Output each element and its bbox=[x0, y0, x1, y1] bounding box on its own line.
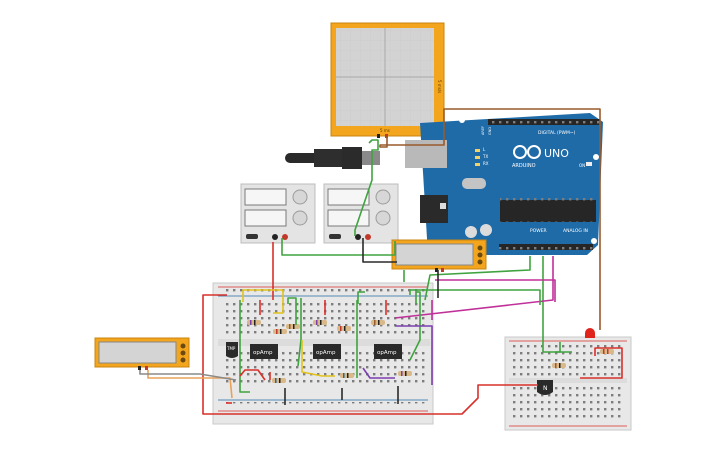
resistor[interactable] bbox=[313, 320, 327, 325]
wire-yellow bbox=[242, 289, 284, 314]
power-header-label: POWER bbox=[530, 228, 547, 234]
gnd-label: GND bbox=[488, 127, 492, 135]
on-label: ON bbox=[579, 163, 585, 168]
current-knob[interactable] bbox=[292, 210, 308, 226]
current-knob[interactable] bbox=[375, 210, 391, 226]
wire-green bbox=[297, 298, 302, 367]
digital-header-label: DIGITAL (PWM~) bbox=[538, 130, 576, 136]
usb-cable bbox=[285, 147, 380, 169]
current-display bbox=[244, 209, 287, 227]
resistor[interactable] bbox=[273, 329, 287, 334]
wire-brown bbox=[379, 108, 601, 330]
arduino-logo-icon bbox=[513, 145, 541, 159]
opamp-chip[interactable]: opAmp bbox=[374, 344, 402, 359]
oscilloscope-time-label: 5 ms bbox=[380, 128, 390, 133]
wire-yellow bbox=[301, 340, 335, 377]
voltage-knob[interactable] bbox=[375, 189, 391, 205]
temperature-sensor-label: TMP bbox=[226, 346, 236, 351]
resistor[interactable] bbox=[552, 363, 566, 368]
voltage-display bbox=[327, 188, 370, 206]
power-supply-2[interactable] bbox=[323, 183, 399, 244]
oscilloscope[interactable]: 5 ms/s 5 ms bbox=[330, 22, 445, 138]
wire-green bbox=[424, 256, 531, 301]
wire-magenta bbox=[435, 279, 556, 302]
wire-green bbox=[409, 291, 421, 361]
breadboard-main[interactable]: opAmp opAmp opAmp TMP bbox=[212, 282, 434, 425]
resistor[interactable] bbox=[371, 320, 385, 325]
power-switch[interactable] bbox=[329, 234, 341, 239]
opamp-label: opAmp bbox=[253, 350, 273, 356]
wire-green bbox=[542, 256, 561, 353]
wire-black bbox=[362, 238, 397, 263]
current-display bbox=[327, 209, 370, 227]
opamp-chip[interactable]: opAmp bbox=[313, 344, 341, 359]
resistor[interactable] bbox=[247, 320, 261, 325]
capacitor bbox=[465, 226, 477, 238]
transistor-label: N bbox=[543, 385, 548, 392]
analog-header-label: ANALOG IN bbox=[563, 228, 588, 234]
power-switch[interactable] bbox=[246, 234, 258, 239]
resistor[interactable] bbox=[600, 349, 614, 354]
wire-green bbox=[239, 300, 250, 393]
wire-green bbox=[287, 297, 297, 325]
opamp-chip[interactable]: opAmp bbox=[250, 344, 278, 359]
oscilloscope-side-label: 5 ms/s bbox=[437, 80, 442, 93]
resistor[interactable] bbox=[398, 371, 412, 376]
resistor[interactable] bbox=[286, 324, 300, 329]
wire-red bbox=[580, 347, 623, 379]
transistor[interactable]: N bbox=[537, 380, 553, 395]
power-supply-1[interactable] bbox=[240, 183, 316, 244]
breadboard-small[interactable]: N bbox=[504, 328, 632, 431]
wire-green bbox=[354, 139, 379, 236]
resistor[interactable] bbox=[272, 378, 286, 383]
opamp-label: opAmp bbox=[316, 350, 336, 356]
led-l-label: L bbox=[483, 147, 486, 152]
microcontroller-chip bbox=[500, 200, 596, 222]
multimeter-display bbox=[395, 243, 474, 266]
led-tx-label: TX bbox=[482, 154, 488, 159]
capacitor bbox=[480, 224, 492, 236]
resistor[interactable] bbox=[337, 326, 351, 331]
wire-purple bbox=[395, 325, 433, 385]
wire-red bbox=[239, 369, 266, 381]
wire-purple bbox=[362, 367, 395, 379]
voltage-knob[interactable] bbox=[292, 189, 308, 205]
resistor[interactable] bbox=[340, 373, 354, 378]
led-rx-label: RX bbox=[483, 161, 489, 166]
wire-gray bbox=[139, 370, 237, 381]
temperature-sensor[interactable]: TMP bbox=[226, 342, 238, 358]
arduino-brand: ARDUINO bbox=[512, 163, 536, 169]
wire-green bbox=[357, 291, 365, 304]
multimeter-display bbox=[98, 341, 177, 364]
wire-magenta bbox=[394, 256, 554, 319]
arduino-uno[interactable]: DIGITAL (PWM~) AREF GND L TX RX UNO ARDU… bbox=[405, 113, 603, 255]
multimeter-right[interactable] bbox=[391, 239, 487, 272]
led[interactable] bbox=[585, 328, 595, 338]
arduino-model: UNO bbox=[544, 147, 569, 160]
wire-green bbox=[409, 289, 541, 305]
opamp-label: opAmp bbox=[377, 350, 397, 356]
multimeter-left[interactable] bbox=[94, 337, 190, 370]
wires bbox=[139, 108, 623, 415]
wire-red bbox=[202, 294, 538, 415]
wire-green bbox=[281, 238, 396, 256]
crystal bbox=[462, 178, 486, 189]
voltage-display bbox=[244, 188, 287, 206]
aref-label: AREF bbox=[481, 126, 485, 135]
